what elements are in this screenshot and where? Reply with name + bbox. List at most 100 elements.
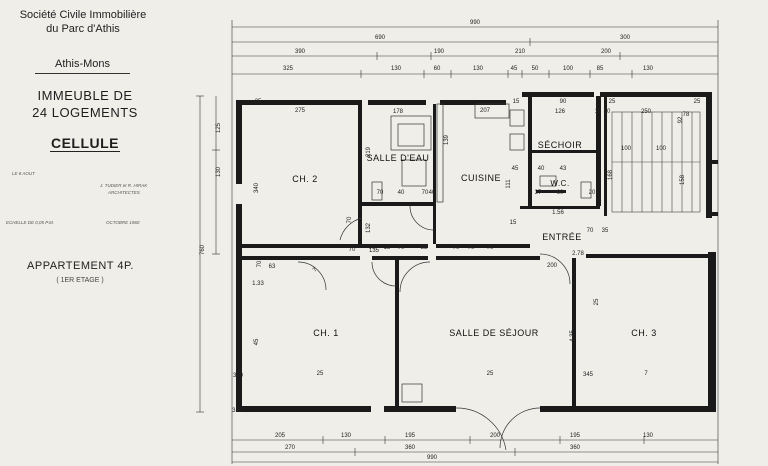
- interior-dimension-label: 45: [512, 166, 519, 172]
- interior-dimension-label: 25: [594, 298, 600, 305]
- scale-note: ECHELLE DE 0,05 P.M.: [6, 220, 54, 225]
- dim-bottom-130a: 130: [341, 433, 352, 439]
- interior-dimension-label: 20: [589, 190, 596, 196]
- apartment-type: APPARTEMENT 4P.: [27, 260, 134, 272]
- interior-dimension-label: 70: [487, 245, 494, 251]
- interior-dimension-label: 35: [421, 245, 428, 251]
- interior-dimension-label: 70: [377, 190, 384, 196]
- interior-dimension-label: 70: [257, 260, 263, 267]
- interior-dimension-label: 15: [513, 99, 520, 105]
- thin-lines: [297, 103, 592, 451]
- town-name: Athis-Mons: [54, 58, 111, 70]
- building-line-1: IMMEUBLE DE: [37, 88, 133, 103]
- staircase: [611, 111, 701, 213]
- interior-dimension-label: 275: [295, 108, 306, 114]
- dim-top-total: 990: [470, 20, 481, 26]
- dim-top-210: 210: [515, 49, 526, 55]
- dim-top-130c: 130: [643, 66, 654, 72]
- room-ch3: CH. 3: [631, 328, 657, 338]
- town-underline: [35, 73, 130, 74]
- interior-dimension-label: 70: [369, 245, 376, 251]
- interior-dimension-label: 139: [444, 134, 450, 145]
- interior-dimension-label: 45: [254, 338, 260, 345]
- room-ch2: CH. 2: [292, 174, 318, 184]
- interior-dimension-label: 135: [369, 248, 380, 254]
- interior-dimension-label: 70: [349, 247, 356, 253]
- dim-top-200: 200: [601, 49, 612, 55]
- interior-dimension-label: 70: [422, 190, 429, 196]
- interior-dimension-label: 70: [398, 245, 405, 251]
- dim-bottom-195a: 195: [405, 433, 416, 439]
- interior-dimension-label: 15: [384, 245, 391, 251]
- cell-underline: [50, 151, 120, 152]
- interior-dimension-label: 4.35: [570, 330, 576, 342]
- room-salle-eau: SALLE D'EAU: [367, 153, 430, 163]
- room-wc: W.C.: [550, 179, 569, 188]
- interior-dimension-label: 132: [366, 222, 372, 233]
- dim-top-60: 60: [434, 66, 441, 72]
- interior-dimension-label: 15: [510, 220, 517, 226]
- interior-dimension-label: 200: [547, 263, 558, 269]
- interior-dimension-label: 37: [535, 190, 542, 196]
- dimension-lines: [199, 20, 719, 464]
- interior-dimension-label: 40: [398, 190, 405, 196]
- interior-dimension-label: 2.78: [572, 251, 584, 257]
- interior-dimension-label: 25: [694, 99, 701, 105]
- interior-dimension-label: 3.65: [232, 408, 244, 414]
- architects-names: J. TUDIER et R. HIRAK: [100, 183, 148, 188]
- room-cuisine: CUISINE: [461, 173, 501, 183]
- building-line-2: 24 LOGEMENTS: [32, 105, 138, 120]
- interior-dimension-label: 43: [560, 166, 567, 172]
- dim-bottom-360a: 360: [405, 445, 416, 451]
- dim-top-300: 300: [620, 35, 631, 41]
- interior-dimension-label: 70: [347, 216, 353, 223]
- interior-dimension-label: 300: [233, 373, 244, 379]
- dim-top-390: 390: [295, 49, 306, 55]
- walls: [236, 92, 718, 412]
- interior-dimension-label: 15: [595, 109, 602, 115]
- interior-dimension-label: 111: [506, 179, 512, 189]
- interior-dimension-label: 30: [604, 109, 611, 115]
- interior-dimension-label: 100: [656, 146, 667, 152]
- dim-bottom-360b: 360: [570, 445, 581, 451]
- company-name: Société Civile Immobilière du Parc d'Ath…: [8, 8, 158, 36]
- interior-dimension-label: 7: [644, 371, 648, 377]
- dim-top-130b: 130: [473, 66, 484, 72]
- interior-dimension-label: 7: [312, 267, 319, 274]
- interior-dimension-label: 63: [269, 264, 276, 270]
- interior-dimension-label: 345: [583, 372, 594, 378]
- dimension-ticks: [196, 38, 645, 456]
- dim-top-45: 45: [511, 66, 518, 72]
- dim-bottom-195b: 195: [570, 433, 581, 439]
- interior-dimension-label: 92: [678, 116, 684, 123]
- dim-top-100: 100: [563, 66, 574, 72]
- dim-bottom-200: 200: [490, 433, 501, 439]
- interior-dimension-label: 126: [555, 109, 566, 115]
- dim-bottom-total: 990: [427, 455, 438, 461]
- dim-top-50: 50: [532, 66, 539, 72]
- interior-dimension-label: 1.56: [552, 210, 564, 216]
- interior-dimension-label: 25: [487, 371, 494, 377]
- interior-dimension-label: 25: [609, 99, 616, 105]
- room-sechoir: SÉCHOIR: [538, 140, 583, 150]
- dim-bottom-130b: 130: [643, 433, 654, 439]
- interior-dimension-label: 158: [680, 174, 686, 185]
- interior-dimension-label: 250: [641, 109, 652, 115]
- dim-top-130a: 130: [391, 66, 402, 72]
- dim-top-325: 325: [283, 66, 294, 72]
- dim-left-130: 130: [216, 166, 222, 177]
- interior-dimension-label: 40: [429, 190, 436, 196]
- interior-dimension-label: 178: [393, 109, 404, 115]
- interior-dimension-label: 90: [560, 99, 567, 105]
- company-line-1: Société Civile Immobilière: [19, 9, 147, 21]
- interior-dimension-label: 60: [557, 190, 564, 196]
- interior-dimension-label: 25: [317, 371, 324, 377]
- interior-dimension-label: 168: [608, 169, 614, 180]
- interior-dimension-label: 100: [621, 146, 632, 152]
- company-line-2: du Parc d'Athis: [46, 23, 120, 35]
- interior-dimension-label: 1.33: [252, 281, 264, 287]
- room-ch1: CH. 1: [313, 328, 339, 338]
